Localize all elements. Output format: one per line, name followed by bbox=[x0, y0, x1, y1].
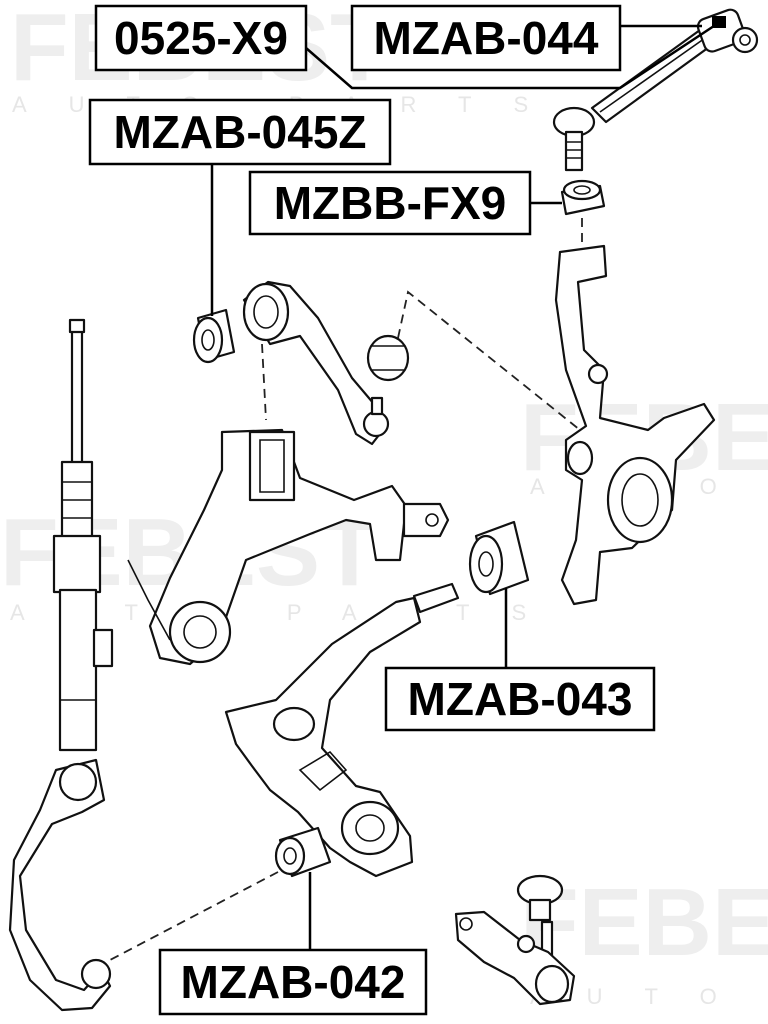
label-text-mzab-044: MZAB-044 bbox=[374, 12, 599, 64]
lower-ball-joint bbox=[454, 874, 576, 1006]
upper-control-arm bbox=[242, 280, 390, 446]
bushing-mzab-045z bbox=[192, 308, 236, 364]
label-0525-x9: 0525-X9 bbox=[94, 4, 308, 72]
bushing-mzab-043 bbox=[468, 520, 530, 596]
label-mzab-045z: MZAB-045Z bbox=[88, 98, 392, 166]
subframe bbox=[127, 428, 450, 666]
label-mzab-043: MZAB-043 bbox=[384, 666, 656, 732]
leader-lines bbox=[210, 20, 721, 950]
stabilizer-link bbox=[8, 758, 112, 1012]
label-mzab-042: MZAB-042 bbox=[158, 948, 428, 1016]
strut-assembly bbox=[52, 318, 114, 752]
label-text-0525-x9: 0525-X9 bbox=[114, 12, 288, 64]
label-text-mzab-042: MZAB-042 bbox=[181, 956, 406, 1008]
label-text-mzbb-fx9: MZBB-FX9 bbox=[274, 177, 507, 229]
steering-knuckle bbox=[554, 218, 716, 606]
label-mzbb-fx9: MZBB-FX9 bbox=[248, 170, 532, 236]
bushing-mzbb-fx9 bbox=[560, 179, 606, 216]
bushing-mzab-042 bbox=[109, 826, 332, 961]
label-text-mzab-045z: MZAB-045Z bbox=[113, 106, 366, 158]
label-text-mzab-043: MZAB-043 bbox=[408, 673, 633, 725]
label-mzab-044: MZAB-044 bbox=[350, 4, 622, 72]
ball-joint-bushing bbox=[366, 290, 581, 431]
lower-control-arm bbox=[224, 582, 460, 878]
tie-rod-assembly bbox=[552, 8, 759, 172]
